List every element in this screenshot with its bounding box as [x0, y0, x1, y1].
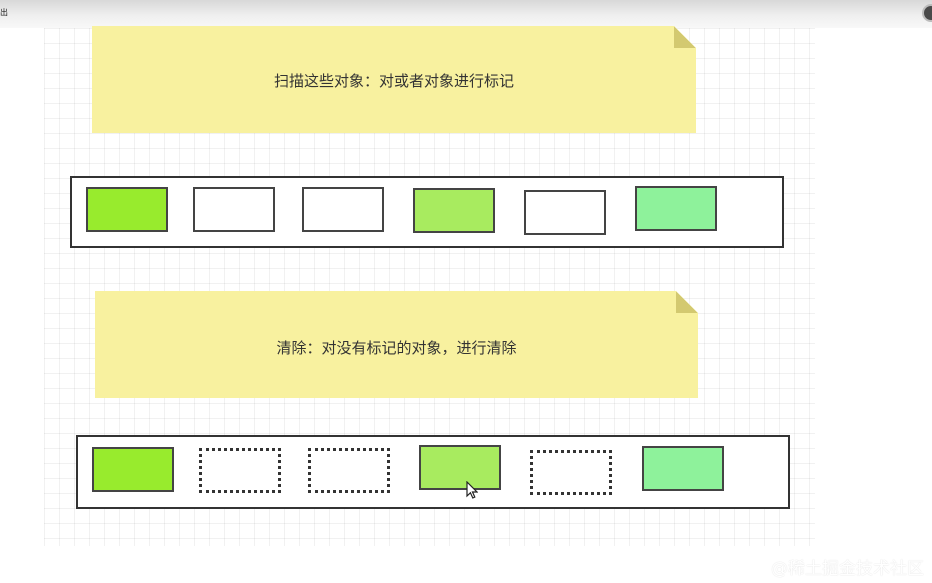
objects-strip-marked	[70, 176, 784, 248]
sweep-note: 清除：对没有标记的对象，进行清除	[95, 291, 698, 398]
close-button[interactable]	[922, 4, 932, 22]
object-cell-6	[642, 446, 724, 491]
scan-note: 扫描这些对象：对或者对象进行标记	[92, 26, 696, 133]
sweep-note-text: 清除：对没有标记的对象，进行清除	[276, 339, 517, 357]
objects-strip-cleared	[76, 435, 790, 509]
watermark: @稀土掘金技术社区	[771, 559, 924, 579]
top-bar: 出	[0, 0, 932, 28]
object-cell-5	[524, 190, 606, 235]
object-cell-1	[86, 187, 168, 232]
scan-note-text: 扫描这些对象：对或者对象进行标记	[273, 72, 514, 90]
removed-object-cell-5	[530, 450, 612, 495]
object-cell-4	[419, 445, 501, 490]
object-cell-1	[92, 447, 174, 492]
object-cell-4	[413, 188, 495, 233]
removed-object-cell-3	[308, 448, 390, 493]
object-cell-6	[635, 186, 717, 231]
object-cell-2	[193, 187, 275, 232]
object-cell-3	[302, 187, 384, 232]
mouse-pointer-icon	[466, 481, 478, 499]
top-label: 出	[0, 8, 8, 17]
removed-object-cell-2	[199, 448, 281, 493]
